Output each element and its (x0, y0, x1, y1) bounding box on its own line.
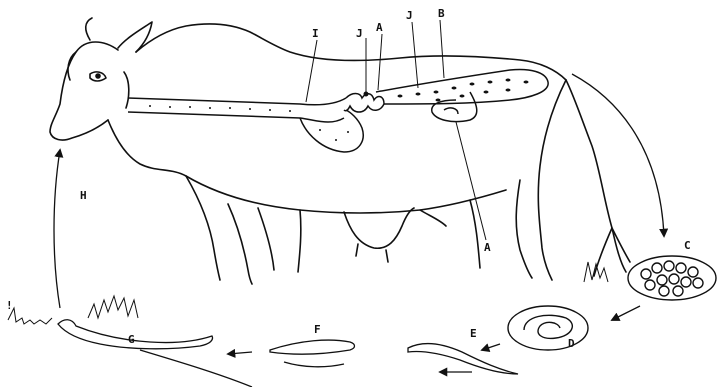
intestine-contents (149, 79, 529, 142)
label-j-right: J (406, 10, 413, 21)
label-g: G (128, 334, 135, 345)
noise-marks (8, 262, 608, 324)
stage-c-eggs (628, 256, 716, 300)
label-c: C (684, 240, 691, 251)
label-i: I (312, 28, 319, 39)
stage-e-larva (408, 344, 518, 374)
label-j-left: J (356, 28, 363, 39)
label-a-top: A (376, 22, 383, 33)
label-d: D (568, 338, 575, 349)
stage-d-larva-in-egg (508, 306, 588, 350)
stage-g-larva (58, 320, 252, 387)
label-pointers (306, 20, 486, 240)
label-b: B (438, 8, 445, 19)
label-f: F (314, 324, 321, 335)
label-h: H (80, 190, 87, 201)
label-bang: ! (6, 300, 13, 311)
label-a-bottom: A (484, 242, 491, 253)
label-e: E (470, 328, 477, 339)
intestine (128, 70, 548, 153)
stage-f-larva (270, 340, 355, 367)
